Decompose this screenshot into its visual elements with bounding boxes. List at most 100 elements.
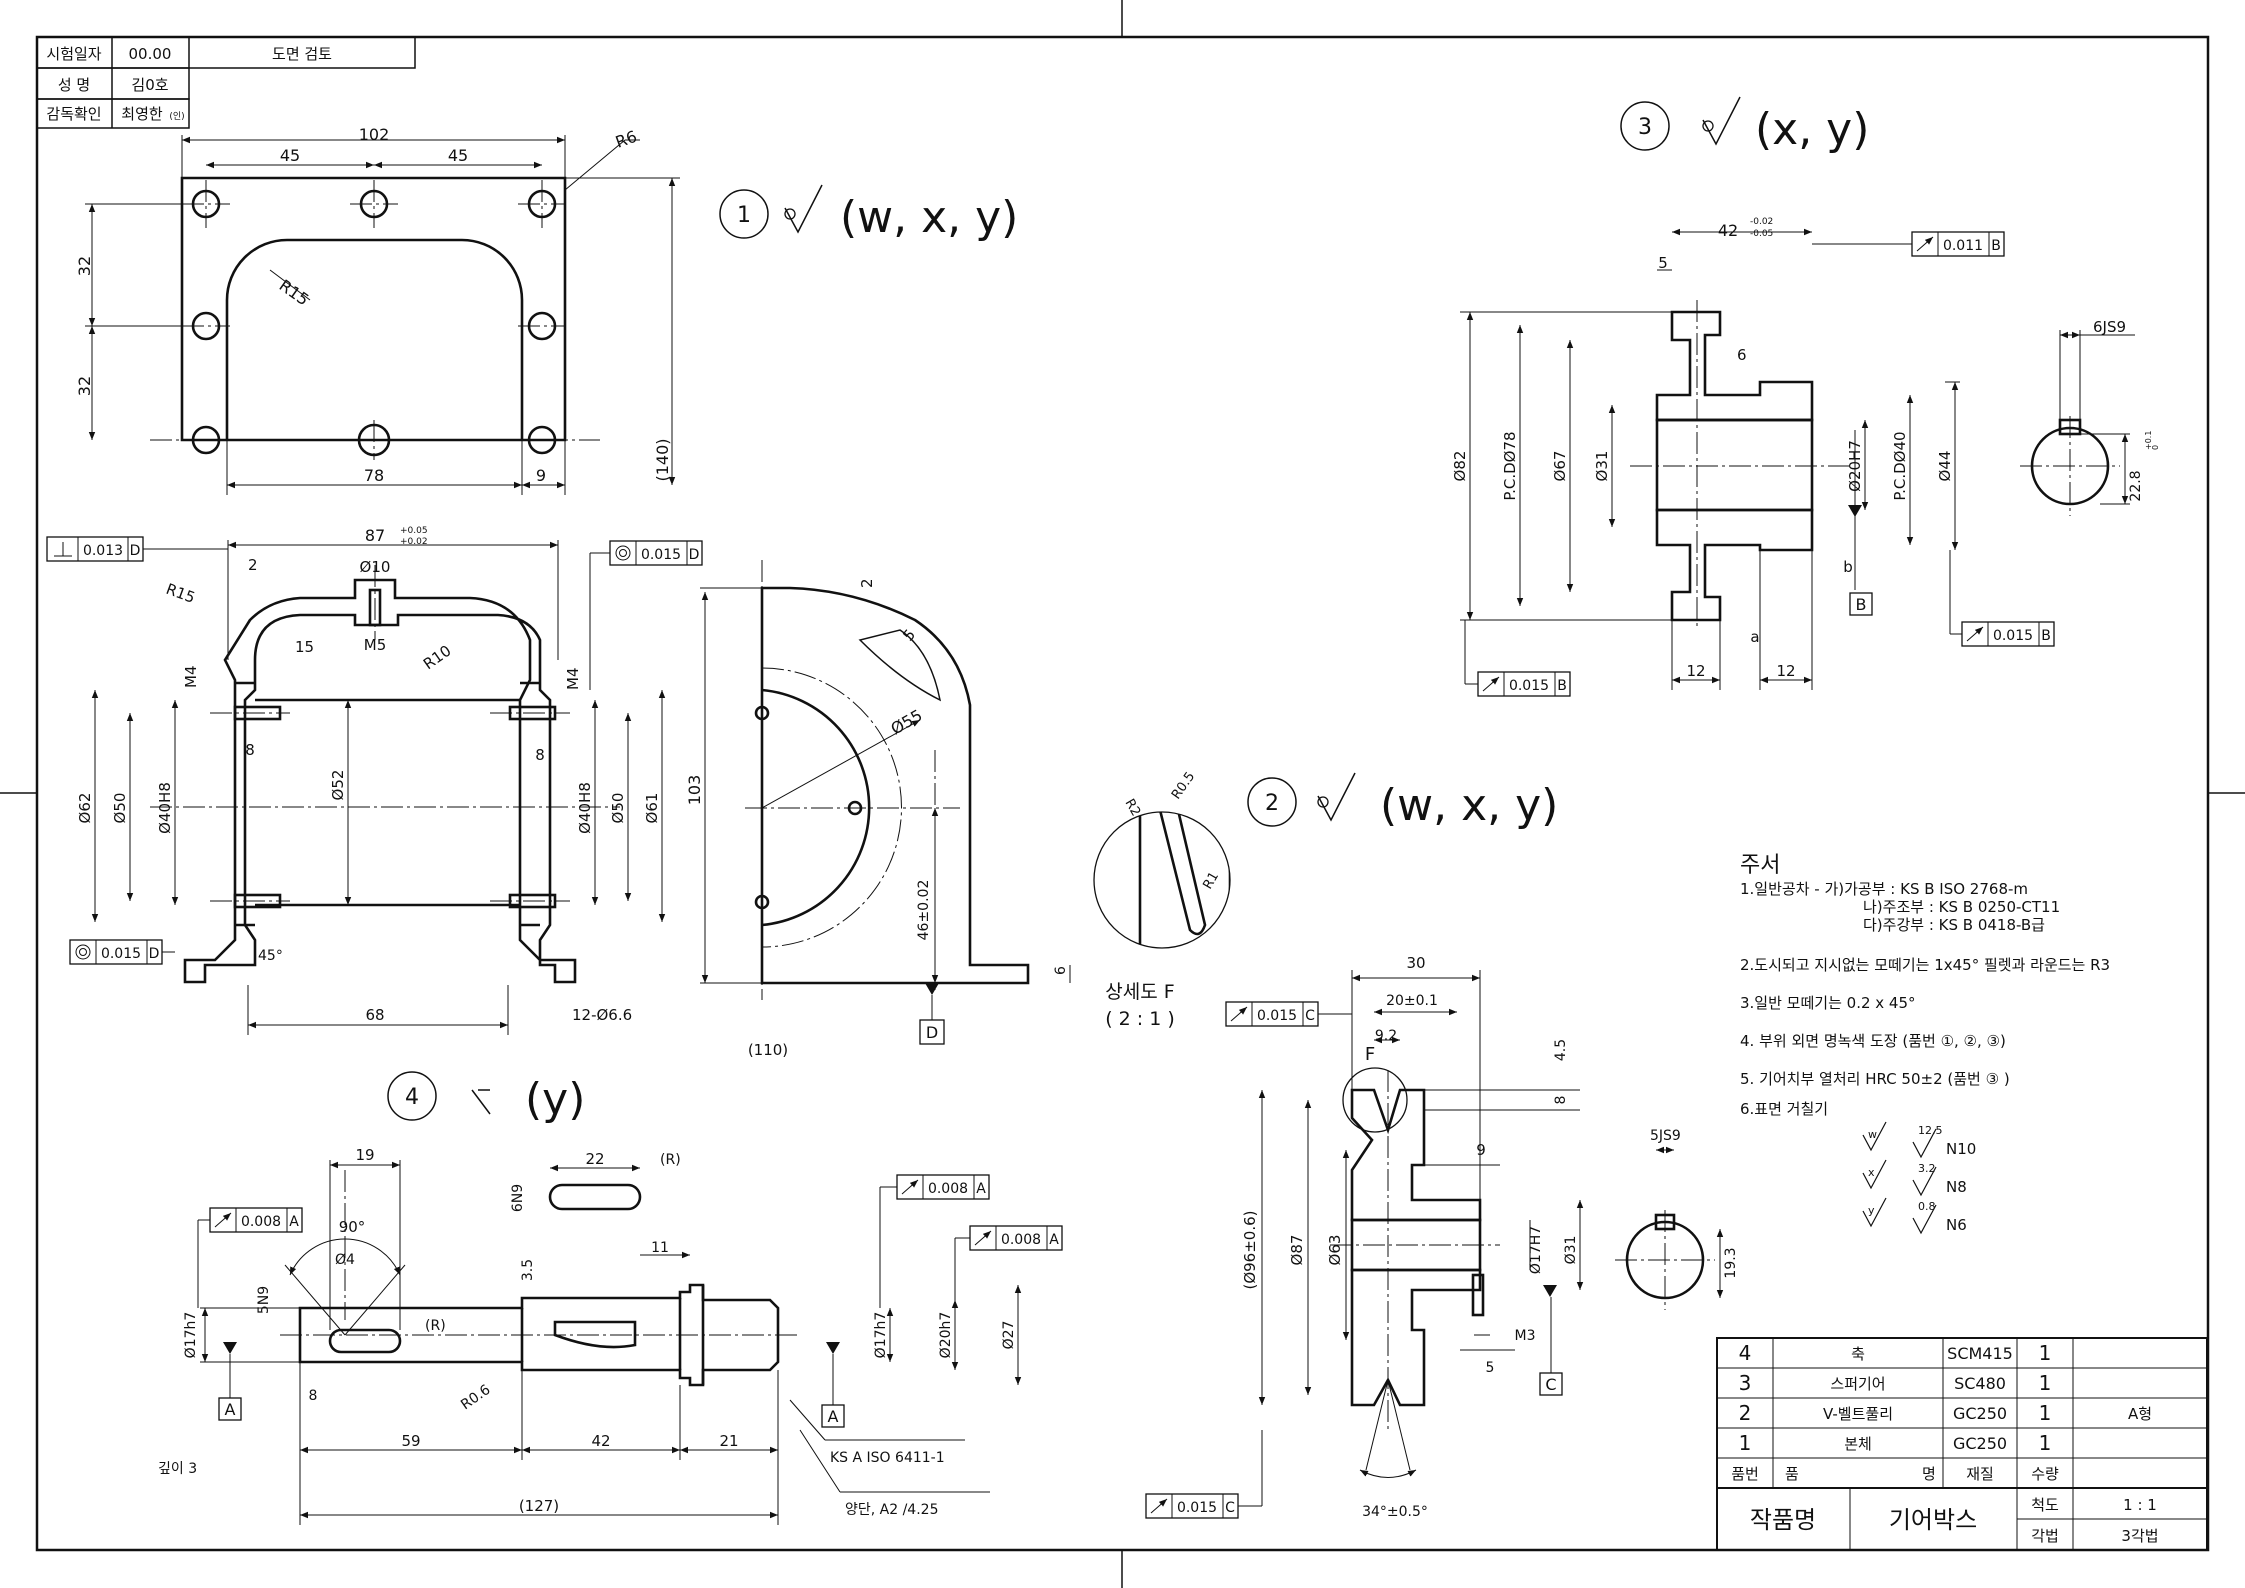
- svg-text:2: 2: [1739, 1401, 1752, 1425]
- tol-frame-4: 0.011 B: [1812, 231, 2005, 257]
- svg-text:Ø10: Ø10: [360, 558, 391, 576]
- svg-text:C: C: [1225, 1500, 1235, 1516]
- detail-scale: ( 2 : 1 ): [1105, 1008, 1175, 1030]
- svg-text:SC480: SC480: [1954, 1374, 2006, 1393]
- svg-text:Ø17H7: Ø17H7: [1528, 1226, 1544, 1274]
- svg-text:Ø20h7: Ø20h7: [938, 1312, 954, 1359]
- svg-text:4: 4: [1739, 1341, 1752, 1365]
- svg-text:다)주강부 : KS B 0418-B급: 다)주강부 : KS B 0418-B급: [1863, 916, 2045, 934]
- svg-text:Ø31: Ø31: [1563, 1236, 1579, 1265]
- svg-text:Ø52: Ø52: [329, 770, 347, 801]
- svg-text:GC250: GC250: [1953, 1434, 2007, 1453]
- svg-text:R0.5: R0.5: [1169, 769, 1198, 802]
- svg-text:3.2: 3.2: [1918, 1162, 1936, 1175]
- svg-text:Ø17h7: Ø17h7: [183, 1312, 199, 1359]
- svg-text:D: D: [689, 547, 700, 563]
- supervisor-value: 최영한: [121, 105, 163, 123]
- svg-text:R15: R15: [164, 580, 198, 607]
- part-marker-1: 1: [737, 203, 751, 228]
- tol-frame-2: 0.015 D: [589, 540, 703, 690]
- svg-text:SCM415: SCM415: [1947, 1344, 2013, 1363]
- svg-text:(y): (y): [525, 1074, 585, 1125]
- svg-text:(R): (R): [660, 1152, 681, 1168]
- svg-text:90°: 90°: [339, 1218, 366, 1236]
- svg-text:품번: 품번: [1731, 1465, 1759, 1483]
- svg-text:P.C.DØ78: P.C.DØ78: [1501, 431, 1519, 500]
- svg-text:(w, x, y): (w, x, y): [840, 192, 1018, 243]
- svg-text:N8: N8: [1946, 1178, 1967, 1196]
- svg-text:15: 15: [295, 638, 314, 656]
- svg-text:B: B: [1991, 238, 2001, 254]
- svg-text:22: 22: [585, 1150, 604, 1168]
- svg-text:59: 59: [401, 1432, 420, 1450]
- svg-text:Ø40H8: Ø40H8: [576, 782, 594, 834]
- svg-text:나)주조부 : KS B 0250-CT11: 나)주조부 : KS B 0250-CT11: [1863, 898, 2060, 916]
- tol-frame-9: 0.008 A: [197, 1207, 303, 1308]
- svg-text:11: 11: [651, 1240, 669, 1256]
- svg-text:+0.02: +0.02: [400, 537, 428, 547]
- svg-text:20±0.1: 20±0.1: [1386, 993, 1438, 1009]
- svg-text:12-Ø6.6: 12-Ø6.6: [572, 1006, 632, 1024]
- svg-text:(140): (140): [653, 438, 672, 481]
- svg-text:A: A: [225, 1400, 236, 1419]
- svg-text:0.015: 0.015: [1509, 678, 1549, 694]
- svg-text:a: a: [1750, 628, 1759, 646]
- datum-boxes: D B C A A: [218, 592, 1873, 1428]
- tol-frame-6: 0.015 B: [1464, 620, 1571, 697]
- svg-text:M3: M3: [1515, 1328, 1536, 1344]
- svg-text:5: 5: [1486, 1360, 1495, 1376]
- svg-text:30: 30: [1406, 954, 1425, 972]
- svg-text:5: 5: [1658, 254, 1668, 272]
- svg-text:P.C.DØ40: P.C.DØ40: [1891, 431, 1909, 500]
- work-name: 기어박스: [1889, 1506, 1977, 1534]
- svg-text:R1: R1: [1200, 870, 1222, 892]
- svg-text:(Ø96±0.6): (Ø96±0.6): [1241, 1210, 1259, 1289]
- svg-text:5: 5: [899, 626, 919, 645]
- svg-text:3.일반 모떼기는 0.2 x 45°: 3.일반 모떼기는 0.2 x 45°: [1740, 994, 1916, 1012]
- tol-frame-1: 0.013 D: [46, 536, 228, 562]
- work-label: 작품명: [1750, 1506, 1816, 1534]
- svg-text:Ø67: Ø67: [1551, 451, 1569, 482]
- svg-text:Ø40H8: Ø40H8: [156, 782, 174, 834]
- svg-text:5N9: 5N9: [256, 1286, 272, 1314]
- svg-text:GC250: GC250: [1953, 1404, 2007, 1423]
- svg-text:A형: A형: [2128, 1405, 2152, 1423]
- svg-text:D: D: [926, 1023, 938, 1042]
- svg-text:32: 32: [75, 256, 94, 276]
- detail-title: 상세도 F: [1105, 981, 1174, 1003]
- part-marker-3: 3: [1638, 115, 1652, 140]
- svg-text:1.일반공차 - 가)가공부 : KS B ISO 2768: 1.일반공차 - 가)가공부 : KS B ISO 2768-m: [1740, 880, 2028, 898]
- svg-text:-0.05: -0.05: [1750, 229, 1773, 239]
- tolerance-frames: 0.013 D 0.015 D 0.015 D 0.011 B: [46, 231, 2055, 1519]
- svg-text:9: 9: [536, 466, 546, 485]
- svg-text:2: 2: [248, 556, 258, 574]
- svg-text:0.015: 0.015: [101, 946, 141, 962]
- svg-text:8: 8: [535, 746, 545, 764]
- svg-text:Ø4: Ø4: [335, 1252, 355, 1268]
- svg-text:45: 45: [448, 146, 468, 165]
- svg-text:Ø50: Ø50: [111, 793, 129, 824]
- part-markers: 1 (w, x, y) 2 (w, x, y) 3 (x, y) 4 (y): [387, 96, 1869, 1125]
- svg-text:Ø87: Ø87: [1288, 1235, 1306, 1266]
- svg-text:4.5: 4.5: [1553, 1039, 1569, 1061]
- svg-text:0.015: 0.015: [641, 547, 681, 563]
- svg-text:Ø55: Ø55: [888, 706, 926, 739]
- svg-text:0: 0: [2151, 445, 2160, 450]
- svg-text:재질: 재질: [1966, 1465, 1994, 1483]
- svg-text:y: y: [1868, 1204, 1875, 1217]
- svg-text:0.011: 0.011: [1943, 238, 1983, 254]
- part1-front-section: 87 +0.05 +0.02 2 Ø10 R15 15 M5 R10 M4 M4…: [76, 526, 666, 1035]
- svg-text:8: 8: [1553, 1096, 1569, 1105]
- exam-date-label: 시험일자: [46, 45, 101, 63]
- svg-text:M4: M4: [182, 666, 200, 689]
- svg-text:Ø31: Ø31: [1593, 451, 1611, 482]
- svg-text:21: 21: [719, 1432, 738, 1450]
- tol-frame-8: 0.015 C: [1145, 1430, 1263, 1519]
- part1-side-view: 103 2 5 Ø55 46±0.02 6 (110): [685, 560, 1071, 1059]
- svg-text:Ø63: Ø63: [1326, 1235, 1344, 1266]
- svg-text:1: 1: [2039, 1371, 2052, 1395]
- dim-102: 102: [359, 125, 390, 144]
- svg-text:각법: 각법: [2031, 1527, 2059, 1545]
- tol-frame-5: 0.015 B: [1949, 550, 2055, 647]
